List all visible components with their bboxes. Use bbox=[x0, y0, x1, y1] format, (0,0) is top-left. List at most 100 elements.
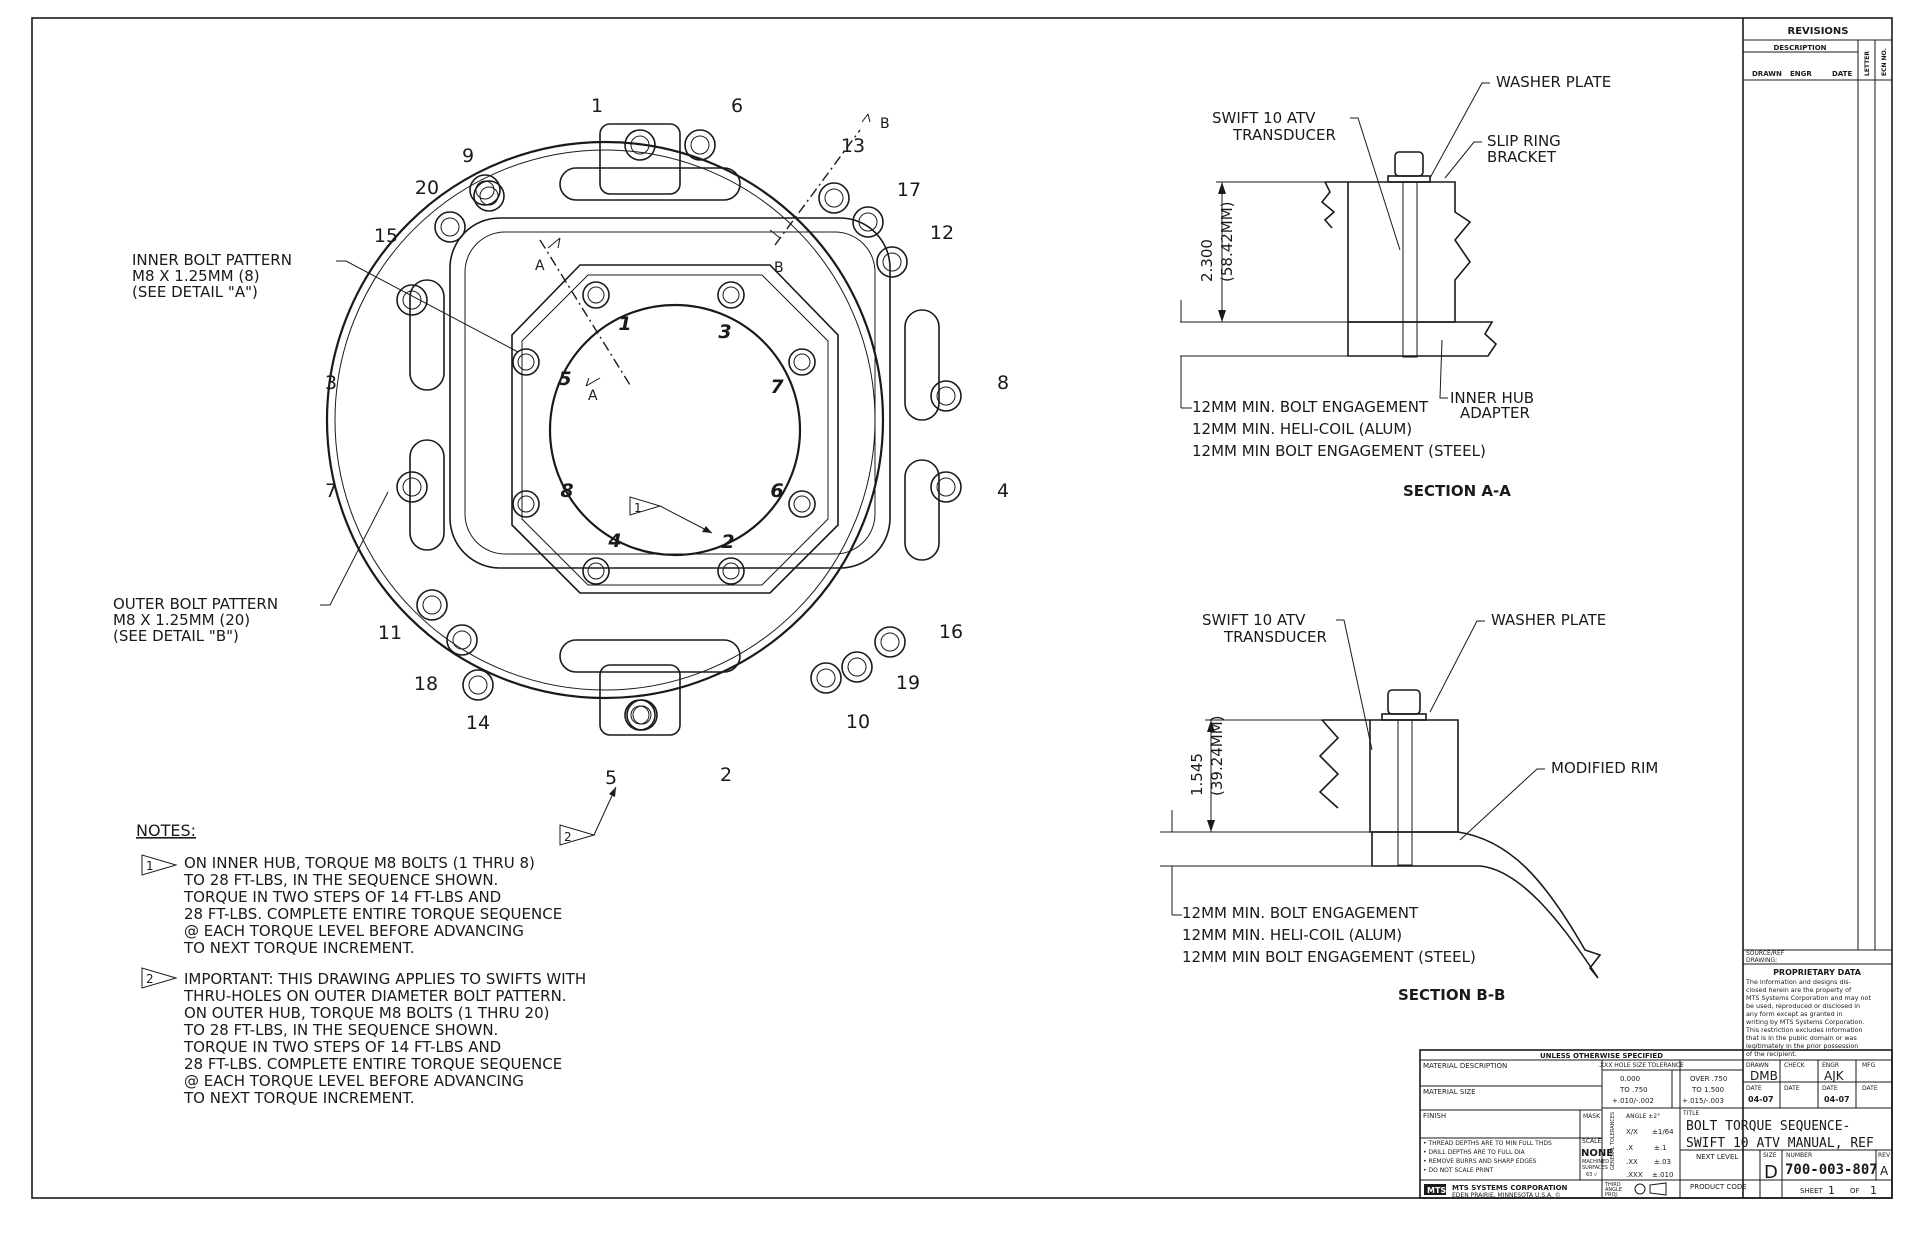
inner-bolt-number: 6 bbox=[770, 480, 783, 502]
section-mark-b-right: B bbox=[880, 116, 890, 132]
svg-text:MTS Systems Corporation and ma: MTS Systems Corporation and may not bbox=[1746, 994, 1871, 1002]
svg-text:OUTER BOLT PATTERN: OUTER BOLT PATTERN bbox=[113, 595, 278, 613]
svg-text:DRAWN: DRAWN bbox=[1746, 1062, 1769, 1069]
inner-bolt-hole bbox=[512, 348, 540, 376]
svg-text:THIRD: THIRD bbox=[1604, 1182, 1621, 1188]
svg-text:TO NEXT TORQUE INCREMENT.: TO NEXT TORQUE INCREMENT. bbox=[183, 939, 415, 957]
svg-text:WASHER PLATE: WASHER PLATE bbox=[1491, 611, 1606, 629]
outer-bolt-number: 7 bbox=[325, 480, 337, 502]
outer-bolt-number: 12 bbox=[930, 222, 954, 244]
section-b-b-title: SECTION B-B bbox=[1398, 986, 1506, 1004]
svg-text:SHEET: SHEET bbox=[1800, 1187, 1824, 1195]
outer-bolt-number: 11 bbox=[378, 622, 402, 644]
svg-text:TORQUE IN TWO STEPS OF 14 FT-L: TORQUE IN TWO STEPS OF 14 FT-LBS AND bbox=[183, 888, 501, 906]
sheet-size: D bbox=[1764, 1162, 1778, 1183]
inner-bore bbox=[548, 303, 802, 557]
svg-text:DATE: DATE bbox=[1746, 1085, 1762, 1092]
svg-text:12MM MIN. HELI-COIL (ALUM): 12MM MIN. HELI-COIL (ALUM) bbox=[1182, 926, 1402, 944]
svg-text:DRAWN: DRAWN bbox=[1752, 70, 1782, 78]
svg-text:TRANSDUCER: TRANSDUCER bbox=[1223, 628, 1327, 646]
outer-bolt-hole bbox=[434, 211, 466, 243]
dim-inch-aa: 2.300 bbox=[1198, 239, 1216, 282]
svg-text:1: 1 bbox=[146, 859, 154, 873]
bolt-head-bb bbox=[1387, 689, 1421, 715]
section-line-bb bbox=[774, 129, 861, 246]
svg-text:• THREAD DEPTHS ARE TO MIN FUL: • THREAD DEPTHS ARE TO MIN FULL THDS bbox=[1423, 1140, 1552, 1147]
svg-text:TO .750: TO .750 bbox=[1619, 1086, 1648, 1094]
svg-text:SIZE: SIZE bbox=[1763, 1152, 1777, 1159]
outer-bolt-number: 6 bbox=[731, 95, 743, 117]
note-2-text: IMPORTANT: THIS DRAWING APPLIES TO SWIFT… bbox=[183, 970, 586, 1107]
dim-mm-aa: (58.42MM) bbox=[1218, 201, 1236, 282]
svg-text:TO 28 FT-LBS, IN THE SEQUENCE: TO 28 FT-LBS, IN THE SEQUENCE SHOWN. bbox=[183, 1021, 498, 1039]
outer-bolt-hole bbox=[624, 129, 656, 161]
outer-bolt-hole bbox=[416, 589, 448, 621]
inner-hub bbox=[511, 264, 839, 594]
svg-text:EDEN PRAIRIE, MINNESOTA U.S.A.: EDEN PRAIRIE, MINNESOTA U.S.A. © bbox=[1452, 1192, 1561, 1199]
svg-text:TITLE: TITLE bbox=[1682, 1110, 1699, 1117]
svg-text:28 FT-LBS. COMPLETE ENTIRE TOR: 28 FT-LBS. COMPLETE ENTIRE TORQUE SEQUEN… bbox=[184, 1055, 562, 1073]
svg-text:DATE: DATE bbox=[1784, 1085, 1800, 1092]
outer-bolt-number: 20 bbox=[415, 177, 439, 199]
svg-text:any form except as granted in: any form except as granted in bbox=[1746, 1010, 1843, 1018]
proprietary-block: SOURCE/REF DRAWING: PROPRIETARY DATA The… bbox=[1743, 949, 1892, 1058]
svg-text:• DRILL DEPTHS ARE TO FULL DIA: • DRILL DEPTHS ARE TO FULL DIA bbox=[1423, 1149, 1526, 1156]
outer-bolt-number: 8 bbox=[997, 372, 1009, 394]
svg-text:12MM MIN. BOLT ENGAGEMENT: 12MM MIN. BOLT ENGAGEMENT bbox=[1192, 398, 1429, 416]
svg-text:±1/64: ±1/64 bbox=[1652, 1128, 1674, 1136]
outer-bolt-hole bbox=[930, 380, 962, 412]
svg-text:BRACKET: BRACKET bbox=[1487, 148, 1557, 166]
svg-text:SWIFT 10 ATV: SWIFT 10 ATV bbox=[1212, 109, 1316, 127]
dim-mm-bb: (39.24MM) bbox=[1208, 715, 1226, 796]
svg-text:ANGLE ±2°: ANGLE ±2° bbox=[1626, 1113, 1660, 1120]
svg-text:SCALE: SCALE bbox=[1582, 1138, 1601, 1145]
svg-text:NONE: NONE bbox=[1581, 1148, 1613, 1159]
slots bbox=[409, 123, 940, 736]
outer-bolt-number: 10 bbox=[846, 711, 870, 733]
svg-text:12MM MIN. BOLT ENGAGEMENT: 12MM MIN. BOLT ENGAGEMENT bbox=[1182, 904, 1419, 922]
note-2-flag bbox=[141, 967, 178, 989]
modified-rim bbox=[1371, 831, 1602, 979]
svg-text:NUMBER: NUMBER bbox=[1786, 1152, 1812, 1159]
svg-text:±.1: ±.1 bbox=[1654, 1144, 1667, 1152]
inner-bolt-hole bbox=[512, 490, 540, 518]
svg-text:DATE: DATE bbox=[1822, 1085, 1838, 1092]
svg-text:MTS SYSTEMS CORPORATION: MTS SYSTEMS CORPORATION bbox=[1452, 1184, 1568, 1192]
outer-bolt-hole bbox=[818, 182, 850, 214]
svg-text:LETTER: LETTER bbox=[1864, 51, 1871, 76]
outer-bolt-hole bbox=[852, 206, 884, 238]
svg-text:SLIP RING: SLIP RING bbox=[1487, 132, 1561, 150]
outer-bolt-hole bbox=[624, 699, 656, 731]
svg-text:MODIFIED RIM: MODIFIED RIM bbox=[1551, 759, 1658, 777]
section-line-aa bbox=[539, 239, 631, 386]
svg-text:±.03: ±.03 bbox=[1654, 1158, 1671, 1166]
svg-text:2: 2 bbox=[146, 972, 154, 986]
drawn-by: DMB bbox=[1750, 1069, 1778, 1083]
svg-text:.X: .X bbox=[1626, 1144, 1633, 1152]
inner-bolt-hole bbox=[717, 281, 745, 309]
svg-text:TRANSDUCER: TRANSDUCER bbox=[1232, 126, 1336, 144]
svg-text:TO 1.500: TO 1.500 bbox=[1691, 1086, 1724, 1094]
outer-bolt-number: 3 bbox=[325, 372, 337, 394]
inner-bolt-number: 8 bbox=[560, 480, 573, 502]
svg-text:FINISH: FINISH bbox=[1423, 1112, 1446, 1120]
svg-text:.XXX: .XXX bbox=[1626, 1171, 1643, 1179]
outer-bolt-hole bbox=[810, 662, 842, 694]
svg-text:WASHER PLATE: WASHER PLATE bbox=[1496, 73, 1611, 91]
outer-bolt-number: 14 bbox=[466, 712, 490, 734]
inner-bolt-hole bbox=[788, 348, 816, 376]
svg-text:.XX: .XX bbox=[1626, 1158, 1638, 1166]
svg-text:The information and designs di: The information and designs dis- bbox=[1745, 978, 1851, 986]
section-mark-a-bottom: A bbox=[588, 388, 598, 404]
flag-1-plan bbox=[629, 496, 662, 516]
inner-bolt-number: 7 bbox=[770, 376, 784, 398]
svg-text:28 FT-LBS. COMPLETE ENTIRE TOR: 28 FT-LBS. COMPLETE ENTIRE TORQUE SEQUEN… bbox=[184, 905, 562, 923]
outer-bolt-number: 17 bbox=[897, 179, 921, 201]
svg-text:04-07: 04-07 bbox=[1748, 1095, 1774, 1104]
svg-text:THRU-HOLES ON OUTER DIAMETER B: THRU-HOLES ON OUTER DIAMETER BOLT PATTER… bbox=[183, 987, 567, 1005]
outer-bolt-pattern-label: OUTER BOLT PATTERN M8 X 1.25MM (20) (SEE… bbox=[113, 491, 389, 645]
outer-bolt-hole bbox=[930, 471, 962, 503]
